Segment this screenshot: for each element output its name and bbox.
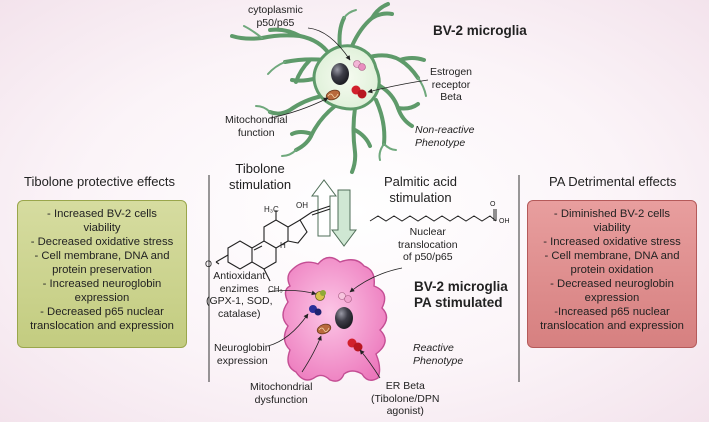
er-beta-top-icon	[351, 85, 367, 99]
microglia-bottom-body	[282, 256, 388, 382]
er-beta-bottom-icon	[347, 338, 363, 352]
tibolone-oh-label: OH	[296, 201, 308, 210]
tibolone-structure-icon	[215, 205, 331, 282]
tibolone-h-label: H	[280, 241, 286, 250]
mitochondrion-bottom-icon	[316, 323, 332, 335]
nucleus-top-icon	[331, 63, 349, 85]
right-panel-title: PA Detrimental effects	[549, 174, 677, 189]
p50-p65-bottom-icon	[338, 292, 352, 303]
p50-p65-top-icon	[353, 60, 366, 71]
antioxidant-enzyme-icon	[315, 290, 326, 301]
microglia-top-fine-processes	[243, 9, 427, 161]
mitochondrion-top-icon	[325, 89, 341, 101]
palmitic-o-label: O	[490, 201, 496, 208]
top-cell-title: BV-2 microglia	[433, 23, 527, 38]
nucleus-bottom-icon	[335, 307, 353, 329]
tibolone-o-label: O	[205, 259, 212, 269]
palmitic-acid-structure-icon	[369, 209, 497, 222]
palmitic-oh-label: OH	[499, 218, 510, 225]
left-panel-title: Tibolone protective effects	[24, 174, 176, 189]
tibolone-ch3-label: CH₃	[268, 285, 283, 294]
tibolone-h3c-label: H₃C	[264, 205, 279, 214]
neuroglobin-icon	[309, 305, 322, 316]
